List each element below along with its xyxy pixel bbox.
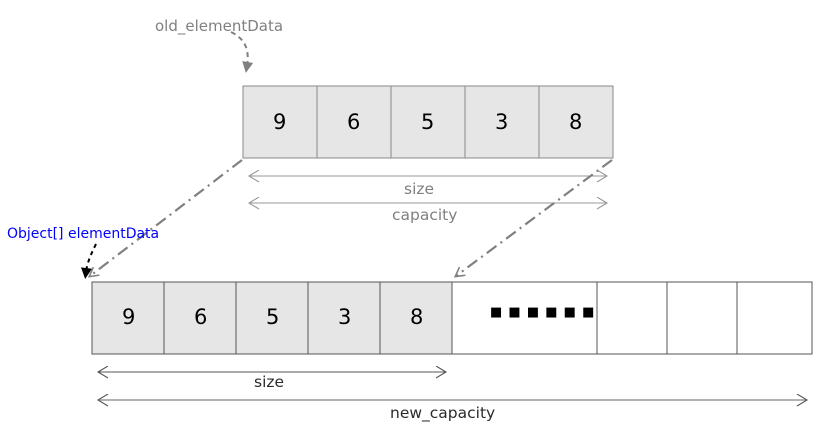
- old-array-cell-value: 8: [569, 110, 583, 134]
- new-array-size-label: size: [254, 373, 285, 391]
- old-array-cells: [242, 85, 614, 159]
- copy-connector-left: [87, 159, 243, 278]
- copy-connector-right: [453, 159, 613, 278]
- new-array-cells: [91, 281, 813, 355]
- old-element-data-pointer: [230, 31, 254, 73]
- old-array-cell-value: 9: [273, 110, 287, 134]
- element-data-label: Object[] elementData: [7, 226, 160, 242]
- old-array-size-label: size: [404, 180, 435, 198]
- old-array-capacity-label: capacity: [392, 206, 458, 224]
- new-array-cell-value: 9: [122, 305, 136, 329]
- new-array-cell-value: 6: [194, 305, 208, 329]
- new-array-cell-value: 5: [266, 305, 280, 329]
- old-array-cell-value: 5: [421, 110, 435, 134]
- element-data-pointer: [81, 243, 97, 279]
- old-element-data-label: old_elementData: [155, 17, 284, 35]
- new-array-new-capacity-label: new_capacity: [390, 404, 496, 422]
- new-array-cell-value: 8: [410, 305, 424, 329]
- old-array-cell-value: 6: [347, 110, 361, 134]
- old-array-cell-value: 3: [495, 110, 509, 134]
- new-array-cell-value: 3: [338, 305, 352, 329]
- new-array-ellipsis-cell: ■ ■ ■ ■ ■ ■: [490, 305, 596, 320]
